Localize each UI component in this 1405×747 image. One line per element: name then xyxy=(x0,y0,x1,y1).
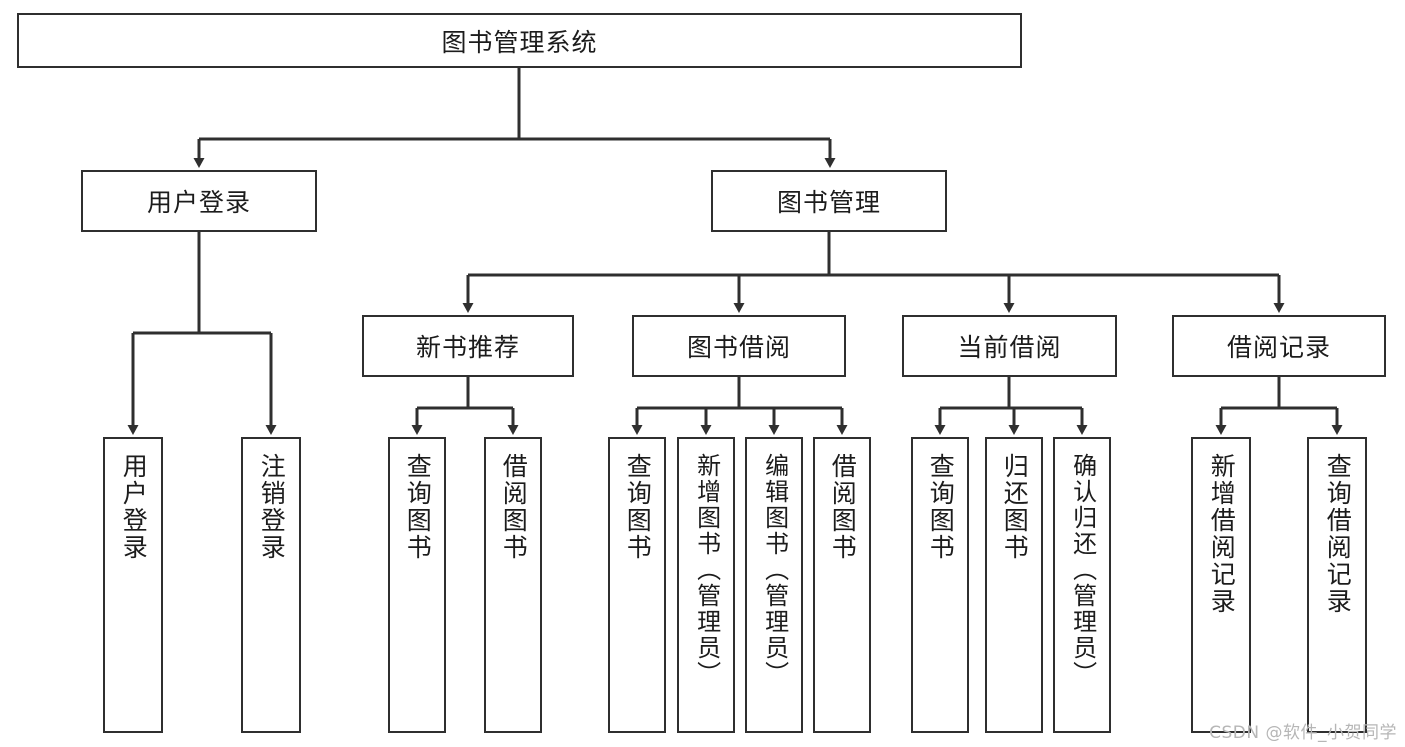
node-leaf-record-query[interactable]: 查询借阅记录 xyxy=(1307,437,1367,733)
node-leaf-borrow-add-book-label: 新增图书（管理员） xyxy=(692,453,721,687)
node-leaf-recommend-borrow-book[interactable]: 借阅图书 xyxy=(484,437,542,733)
node-book-borrow[interactable]: 图书借阅 xyxy=(632,315,846,377)
watermark: CSDN @软件_小贺同学 xyxy=(1209,723,1397,743)
node-leaf-recommend-borrow-book-label: 借阅图书 xyxy=(499,453,529,561)
node-leaf-recommend-query-book-label: 查询图书 xyxy=(403,453,433,561)
node-leaf-borrow-edit-book-label: 编辑图书（管理员） xyxy=(760,453,789,687)
node-new-book-recommend[interactable]: 新书推荐 xyxy=(362,315,574,377)
node-borrow-record[interactable]: 借阅记录 xyxy=(1172,315,1386,377)
node-leaf-user-logout[interactable]: 注销登录 xyxy=(241,437,301,733)
node-book-management[interactable]: 图书管理 xyxy=(711,170,947,232)
node-book-management-label: 图书管理 xyxy=(776,188,881,217)
node-leaf-current-confirm-return-label: 确认归还（管理员） xyxy=(1068,453,1097,687)
node-book-borrow-label: 图书借阅 xyxy=(686,333,791,362)
node-user-login-label: 用户登录 xyxy=(146,188,251,217)
node-new-book-recommend-label: 新书推荐 xyxy=(415,333,520,362)
node-leaf-record-query-label: 查询借阅记录 xyxy=(1323,453,1353,615)
node-user-login[interactable]: 用户登录 xyxy=(81,170,317,232)
node-leaf-borrow-query-book-label: 查询图书 xyxy=(623,453,653,561)
node-leaf-user-login[interactable]: 用户登录 xyxy=(103,437,163,733)
node-leaf-user-login-label: 用户登录 xyxy=(119,453,149,561)
node-leaf-record-add-label: 新增借阅记录 xyxy=(1207,453,1237,615)
node-current-borrow[interactable]: 当前借阅 xyxy=(902,315,1117,377)
node-leaf-record-add[interactable]: 新增借阅记录 xyxy=(1191,437,1251,733)
node-root-label: 图书管理系统 xyxy=(441,27,598,57)
node-leaf-current-query-book[interactable]: 查询图书 xyxy=(911,437,969,733)
node-leaf-user-logout-label: 注销登录 xyxy=(257,453,287,561)
node-current-borrow-label: 当前借阅 xyxy=(957,333,1062,362)
node-leaf-current-query-book-label: 查询图书 xyxy=(926,453,956,561)
node-leaf-recommend-query-book[interactable]: 查询图书 xyxy=(388,437,446,733)
node-leaf-borrow-borrow-book[interactable]: 借阅图书 xyxy=(813,437,871,733)
node-leaf-borrow-edit-book[interactable]: 编辑图书（管理员） xyxy=(745,437,803,733)
node-leaf-borrow-add-book[interactable]: 新增图书（管理员） xyxy=(677,437,735,733)
node-leaf-borrow-borrow-book-label: 借阅图书 xyxy=(828,453,858,561)
node-borrow-record-label: 借阅记录 xyxy=(1226,333,1331,362)
node-leaf-current-return-book[interactable]: 归还图书 xyxy=(985,437,1043,733)
node-leaf-current-confirm-return[interactable]: 确认归还（管理员） xyxy=(1053,437,1111,733)
node-leaf-borrow-query-book[interactable]: 查询图书 xyxy=(608,437,666,733)
node-root[interactable]: 图书管理系统 xyxy=(17,13,1022,68)
node-leaf-current-return-book-label: 归还图书 xyxy=(1000,453,1030,561)
